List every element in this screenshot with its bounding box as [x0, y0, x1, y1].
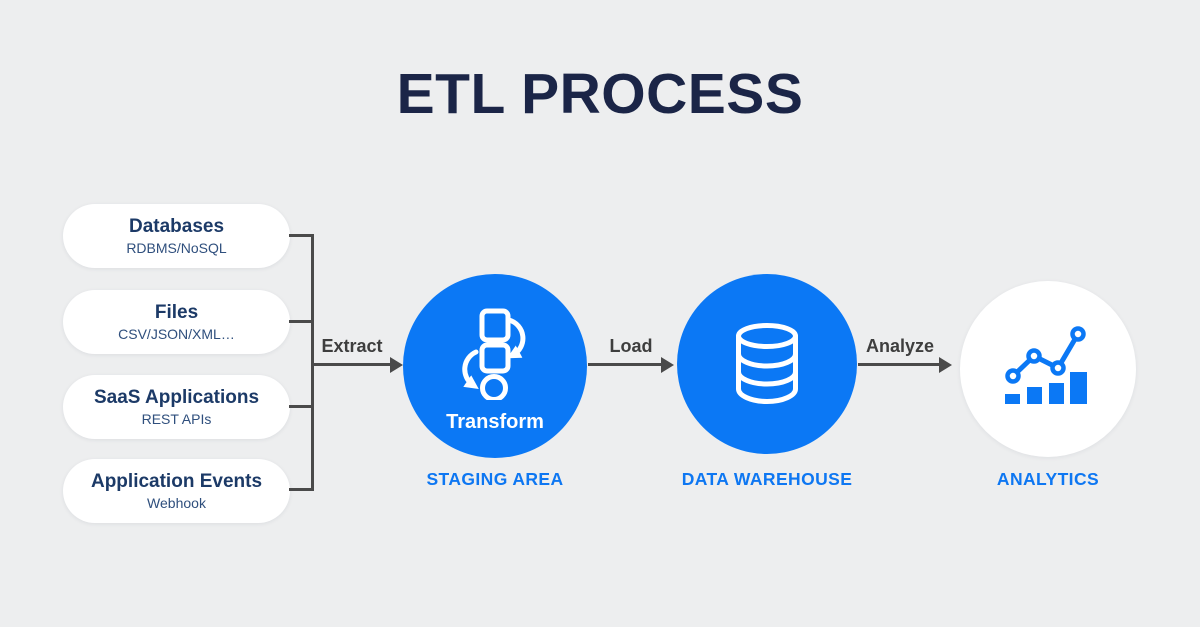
analytics-caption: ANALYTICS: [996, 469, 1100, 489]
source-pill-files: Files CSV/JSON/XML…: [63, 290, 290, 354]
source-sublabel: Webhook: [147, 494, 206, 511]
arrowhead-icon: [661, 357, 674, 373]
transform-label: Transform: [446, 411, 544, 433]
diagram-title: ETL PROCESS: [396, 62, 804, 126]
source-pill-databases: Databases RDBMS/NoSQL: [63, 204, 290, 268]
bracket-stub: [289, 405, 313, 408]
extract-label: Extract: [321, 336, 383, 356]
source-label: Databases: [128, 216, 225, 238]
bracket-stub: [289, 234, 313, 237]
bracket-stub: [289, 488, 313, 491]
data-warehouse-node: [677, 274, 857, 454]
arrow-shaft: [312, 363, 392, 366]
bar-line-chart-icon: [1005, 326, 1087, 404]
data-warehouse-caption: DATA WAREHOUSE: [681, 469, 853, 489]
source-sublabel: RDBMS/NoSQL: [126, 239, 227, 256]
bracket-vertical-line: [311, 234, 314, 491]
source-pill-application-events: Application Events Webhook: [63, 459, 290, 523]
database-cylinder-icon: [736, 323, 798, 405]
staging-area-caption: STAGING AREA: [426, 469, 564, 489]
source-pill-saas-applications: SaaS Applications REST APIs: [63, 375, 290, 439]
arrow-shaft: [588, 363, 663, 366]
load-arrow: [588, 357, 674, 373]
source-label: Files: [154, 302, 199, 324]
arrowhead-icon: [939, 357, 952, 373]
arrowhead-icon: [390, 357, 403, 373]
load-label: Load: [609, 336, 653, 356]
arrow-shaft: [858, 363, 941, 366]
extract-arrow: [312, 357, 403, 373]
analytics-node: [960, 281, 1136, 457]
bracket-stub: [289, 320, 313, 323]
analyze-label: Analyze: [865, 336, 935, 356]
shapes-transform-icon: [462, 308, 526, 400]
source-label: SaaS Applications: [93, 387, 260, 409]
analyze-arrow: [858, 357, 952, 373]
staging-area-node: Transform: [403, 274, 587, 458]
source-label: Application Events: [90, 471, 263, 493]
source-sublabel: REST APIs: [141, 410, 212, 427]
source-sublabel: CSV/JSON/XML…: [118, 325, 235, 342]
